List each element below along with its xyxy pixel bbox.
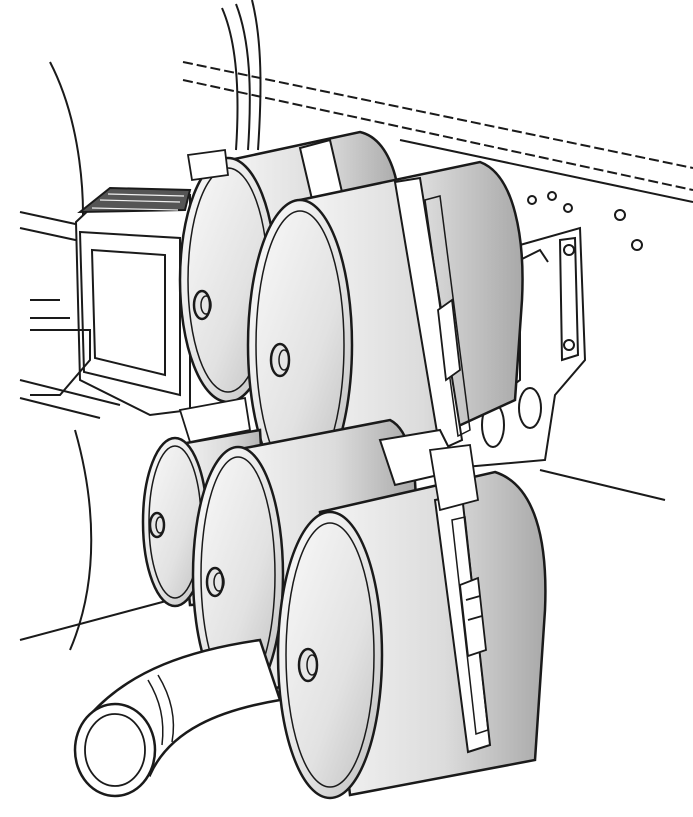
exhaust-pipe: [73, 638, 282, 798]
air-tank-lower-front: [276, 470, 547, 800]
battery-box: [30, 186, 192, 417]
air-tank-upper-front: [246, 160, 524, 492]
frame-rail: [19, 61, 693, 641]
air-hose: [221, 0, 262, 151]
mounting-strap: [178, 148, 487, 658]
